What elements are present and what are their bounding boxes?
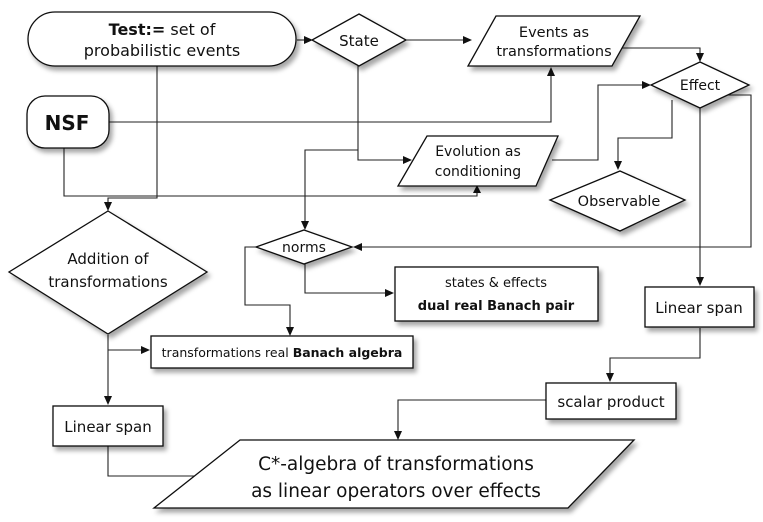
banach-algebra-text: transformations real: [162, 345, 293, 360]
arrowhead: [547, 67, 555, 76]
node-norms-label: norms: [282, 240, 326, 256]
edge-span-to-scalar: [609, 328, 701, 374]
edge-nsf-to-evolution: [63, 148, 478, 197]
arrowhead: [385, 289, 394, 297]
node-scalar-product: scalar product: [545, 382, 677, 420]
node-linear-span-right-label: Linear span: [655, 299, 742, 317]
edge-scalar-to-cstar: [397, 399, 546, 432]
edge-state-to-evolution: [357, 64, 405, 161]
node-evolution-as-conditioning: Evolution as conditioning: [396, 135, 559, 187]
edge-nsf-to-events: [108, 75, 552, 123]
node-effect-label: Effect: [680, 78, 721, 94]
edge-norms-to-states-effects: [304, 263, 386, 294]
node-observable: Observable: [548, 170, 687, 232]
node-linear-span-left-label: Linear span: [64, 418, 151, 436]
node-linear-span-left: Linear span: [52, 405, 164, 447]
edge-effect-to-norms: [361, 94, 752, 248]
arrowhead: [696, 53, 704, 62]
node-events-label-line2: transformations: [496, 44, 611, 60]
node-linear-span-right: Linear span: [644, 286, 755, 328]
edge-events-to-effect: [612, 47, 701, 55]
banach-algebra-bold: Banach algebra: [293, 345, 403, 360]
node-evolution-label-line2: conditioning: [435, 164, 521, 180]
edge-effect-to-observable: [617, 100, 673, 163]
arrowhead: [473, 185, 481, 193]
node-scalar-product-label: scalar product: [557, 393, 664, 411]
node-observable-label: Observable: [578, 194, 661, 210]
node-events-label-line1: Events as: [519, 25, 589, 41]
node-addition-of-transformations: Addition of transformations: [7, 210, 209, 335]
arrowhead: [696, 277, 704, 286]
node-addition-label-line2: transformations: [48, 273, 167, 291]
node-nsf: NSF: [26, 95, 110, 149]
arrowhead: [304, 36, 313, 44]
edge-state-to-norms: [304, 149, 358, 222]
node-norms: norms: [254, 229, 354, 265]
node-evolution-label-line1: Evolution as: [435, 144, 521, 160]
arrowhead: [353, 243, 362, 251]
test-rest: set of: [165, 20, 215, 39]
node-nsf-label: NSF: [45, 111, 90, 135]
node-test: Test:= set of probabilistic events: [27, 11, 297, 67]
arrowhead: [642, 81, 651, 89]
node-events-as-transformations: Events as transformations: [466, 15, 642, 67]
arrowhead: [403, 156, 412, 164]
arrowhead: [104, 396, 112, 405]
node-effect: Effect: [649, 61, 751, 109]
arrowhead: [606, 373, 614, 382]
node-test-label-line1: Test:= set of: [109, 20, 216, 39]
node-banach-algebra-label: transformations real Banach algebra: [162, 345, 403, 360]
arrowhead: [104, 202, 112, 211]
edge-norms-to-banach: [244, 246, 291, 328]
arrowhead: [614, 161, 622, 170]
arrowhead: [463, 36, 472, 44]
arrowhead: [141, 346, 150, 354]
arrowhead: [301, 221, 309, 230]
node-states-effects-label-line2: dual real Banach pair: [418, 299, 575, 314]
arrowhead: [286, 327, 294, 336]
node-cstar-label-line1: C*-algebra of transformations: [258, 454, 534, 475]
node-states-effects: states & effects dual real Banach pair: [394, 266, 599, 322]
node-state: State: [310, 13, 408, 67]
node-cstar-algebra: C*-algebra of transformations as linear …: [152, 439, 636, 509]
node-cstar-label-line2: as linear operators over effects: [251, 481, 541, 502]
arrowhead: [394, 431, 402, 440]
node-test-label-line2: probabilistic events: [84, 41, 240, 60]
node-banach-algebra: transformations real Banach algebra: [150, 335, 414, 369]
edge-evolution-to-effect: [552, 84, 643, 161]
node-addition-label-line1: Addition of: [67, 250, 149, 268]
edge-linear-span-to-cstar: [107, 445, 208, 477]
edge-test-to-addition: [107, 63, 158, 204]
node-states-effects-label-line1: states & effects: [445, 276, 547, 291]
node-state-label: State: [339, 32, 379, 50]
test-bold: Test:=: [109, 20, 166, 39]
